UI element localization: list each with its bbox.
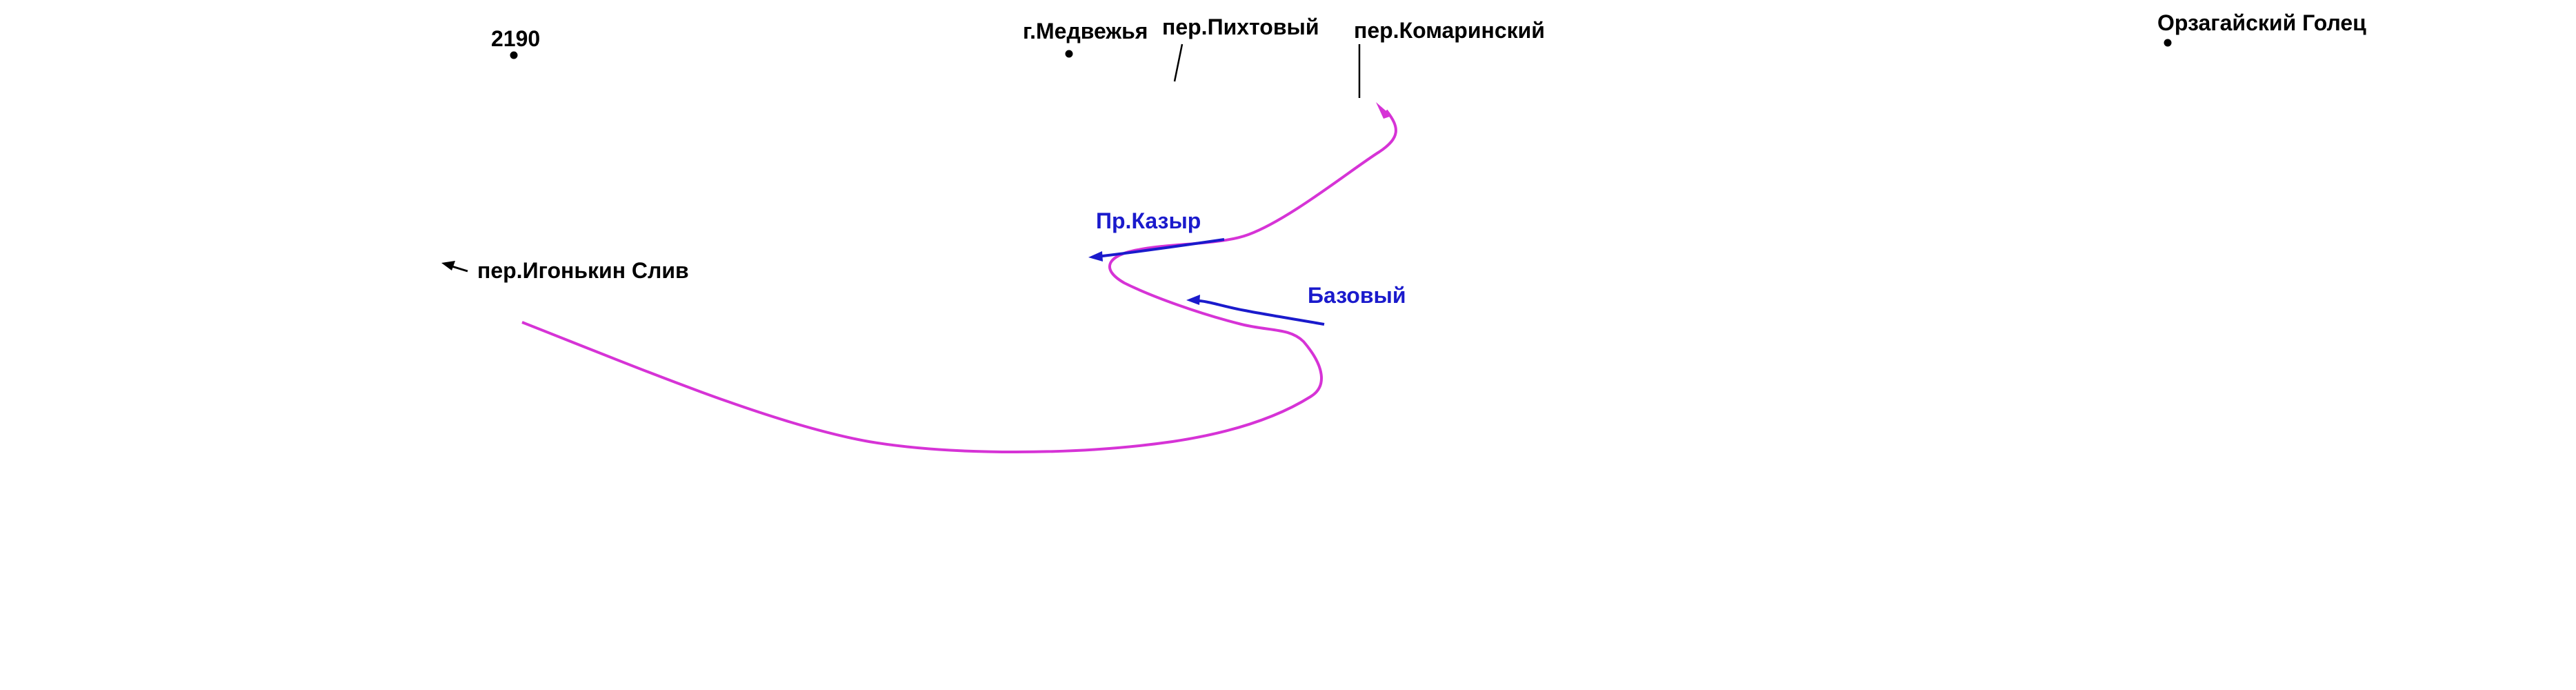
igonkin-pointer-arrowhead [441,261,455,270]
river-bazovy-arrowhead [1186,295,1200,305]
river-kazyr-arrowhead [1088,251,1103,262]
label-mount-medvezhya: г.Медвежья [1023,19,1148,43]
label-orzagaysky-golets: Орзагайский Голец [2157,10,2366,35]
river-kazyr-line [1096,238,1225,258]
label-river-kazyr: Пр.Казыр [1096,208,1201,233]
pikhtovy-leader-line [1173,43,1184,82]
point-2190 [510,51,518,59]
route-arrowhead [1376,102,1392,119]
point-medvezhya [1065,50,1073,58]
label-river-bazovy: Базовый [1308,283,1406,308]
label-pass-komarinsky: пер.Комаринский [1354,18,1545,43]
label-pass-igonkin-sliv: пер.Игонькин Слив [477,258,689,283]
label-2190: 2190 [491,26,540,51]
label-pass-pikhtovy: пер.Пихтовый [1162,14,1319,39]
river-bazovy-line [1194,299,1325,326]
point-orzagaysky [2164,39,2172,47]
route-line [521,109,1397,453]
